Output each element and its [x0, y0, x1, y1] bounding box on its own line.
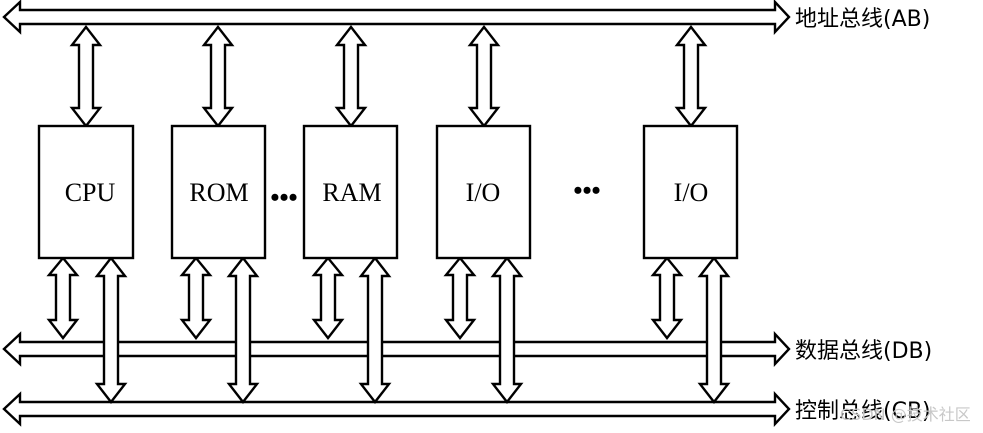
- io1-control-connector: [490, 256, 524, 404]
- address-bus-arrow: [2, 0, 791, 36]
- ram-address-connector: [334, 25, 368, 128]
- ram-box: [302, 124, 399, 260]
- control-bus-arrow: [2, 390, 791, 428]
- cpu-control-connector: [94, 256, 128, 404]
- io1-address-connector: [467, 25, 501, 128]
- cpu-data-connector: [46, 256, 80, 340]
- ellipsis-io-io: •••: [573, 176, 600, 205]
- io1-box: [435, 124, 532, 260]
- rom-box: [170, 124, 267, 260]
- ram-data-connector: [311, 256, 345, 340]
- data-bus-arrow: [2, 330, 791, 368]
- io2-box: [642, 124, 739, 260]
- io2-control-connector: [697, 256, 731, 404]
- rom-label: ROM: [189, 178, 248, 207]
- ram-label: RAM: [322, 178, 381, 207]
- rom-address-connector: [201, 25, 235, 128]
- cpu-box: [37, 124, 135, 260]
- io2-data-connector: [650, 256, 684, 340]
- address-bus-label: 地址总线(AB): [795, 7, 930, 32]
- io2-address-connector: [674, 25, 708, 128]
- io2-label: I/O: [674, 178, 709, 207]
- control-bus-label: 控制总线(CB): [795, 399, 931, 424]
- cpu-label: CPU: [65, 178, 116, 207]
- watermark-text: CSDN @技术社区: [840, 405, 971, 424]
- io1-data-connector: [443, 256, 477, 340]
- data-bus-label: 数据总线(DB): [795, 339, 932, 364]
- rom-data-connector: [179, 256, 213, 340]
- cpu-address-connector: [69, 25, 103, 128]
- ram-control-connector: [358, 256, 392, 404]
- ellipsis-rom-ram: •••: [270, 183, 297, 212]
- io1-label: I/O: [466, 178, 501, 207]
- rom-control-connector: [226, 256, 260, 404]
